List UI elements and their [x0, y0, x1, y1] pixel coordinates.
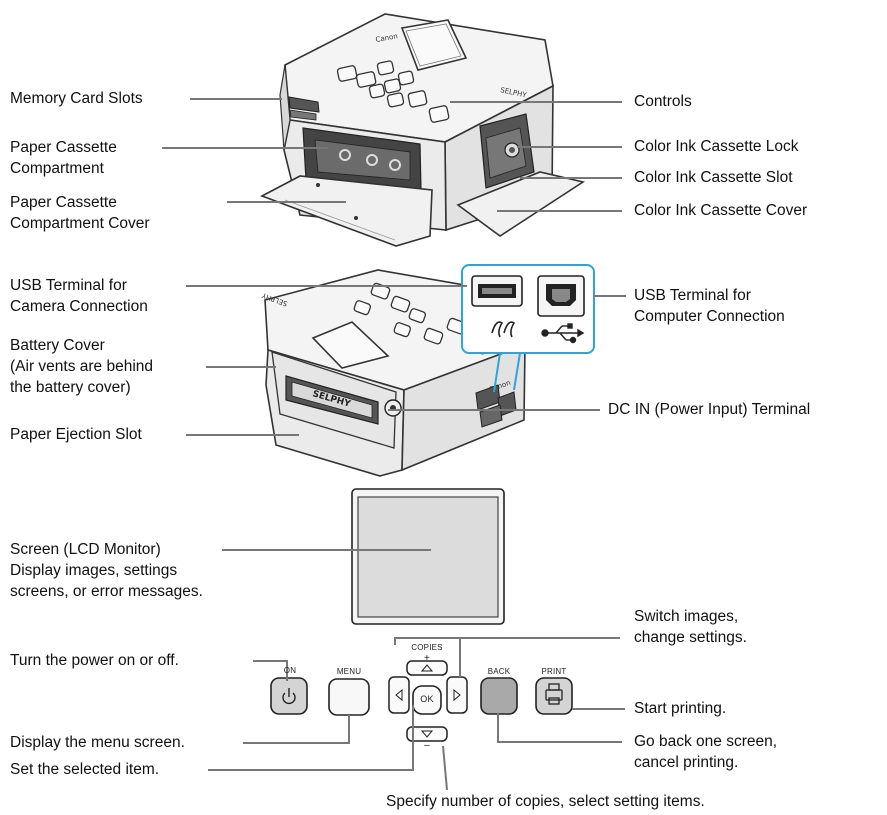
up-arrow-icon	[420, 664, 434, 672]
right-button[interactable]	[446, 676, 468, 714]
label-battery-cover: Battery Cover (Air vents are behind the …	[10, 337, 154, 396]
label-display-menu: Display the menu screen.	[10, 734, 185, 751]
menu-button[interactable]	[328, 678, 370, 716]
back-button[interactable]	[480, 677, 518, 715]
copies-plus-label: +	[423, 653, 431, 664]
label-dc-in-terminal: DC IN (Power Input) Terminal	[608, 401, 811, 418]
lcd-screen-back	[311, 321, 390, 369]
leader-lines	[162, 98, 626, 791]
label-specify-copies: Specify number of copies, select setting…	[386, 793, 705, 810]
label-set-selected: Set the selected item.	[10, 761, 160, 778]
copies-minus-label: –	[424, 740, 430, 751]
label-paper-ejection-slot: Paper Ejection Slot	[10, 426, 142, 443]
label-color-ink-cassette-slot: Color Ink Cassette Slot	[634, 169, 793, 186]
up-button[interactable]	[406, 660, 448, 676]
brand-logo-front: Canon	[375, 32, 398, 44]
down-button[interactable]	[406, 726, 448, 742]
menu-button-label: MENU	[336, 667, 362, 676]
left-button[interactable]	[388, 676, 410, 714]
label-color-ink-cassette-cover: Color Ink Cassette Cover	[634, 202, 808, 219]
right-arrow-icon	[453, 688, 461, 702]
label-usb-terminal-camera: USB Terminal for Camera Connection	[10, 277, 148, 315]
label-color-ink-cassette-lock: Color Ink Cassette Lock	[634, 138, 799, 155]
label-usb-terminal-computer: USB Terminal for Computer Connection	[634, 287, 785, 325]
label-paper-cassette-compartment: Paper Cassette Compartment	[10, 139, 117, 177]
print-button-label: PRINT	[541, 667, 567, 676]
on-button-label: ON	[283, 666, 297, 675]
print-button[interactable]	[535, 677, 573, 715]
copies-label: COPIES	[411, 643, 443, 652]
label-screen-lcd-monitor: Screen (LCD Monitor) Display images, set…	[10, 541, 203, 600]
power-icon	[282, 688, 296, 705]
usb-icon	[541, 323, 585, 344]
label-controls: Controls	[634, 93, 692, 110]
ok-button[interactable]	[412, 685, 442, 715]
pictbridge-icon	[491, 321, 516, 338]
control-panel-illustration	[270, 488, 573, 742]
label-paper-cassette-compartment-cover: Paper Cassette Compartment Cover	[10, 194, 150, 232]
print-icon	[545, 683, 563, 705]
label-go-back: Go back one screen, cancel printing.	[634, 733, 778, 771]
lcd-monitor	[357, 496, 499, 618]
label-switch-images: Switch images, change settings.	[634, 608, 747, 646]
down-arrow-icon	[420, 730, 434, 738]
label-start-printing: Start printing.	[634, 700, 727, 717]
label-memory-card-slots: Memory Card Slots	[10, 90, 143, 107]
left-arrow-icon	[395, 688, 403, 702]
printer-back-illustration: SELPHY Canon SELPHY	[260, 264, 595, 477]
ok-button-label: OK	[420, 694, 434, 704]
label-turn-power: Turn the power on or off.	[10, 652, 179, 669]
back-button-label: BACK	[487, 667, 511, 676]
